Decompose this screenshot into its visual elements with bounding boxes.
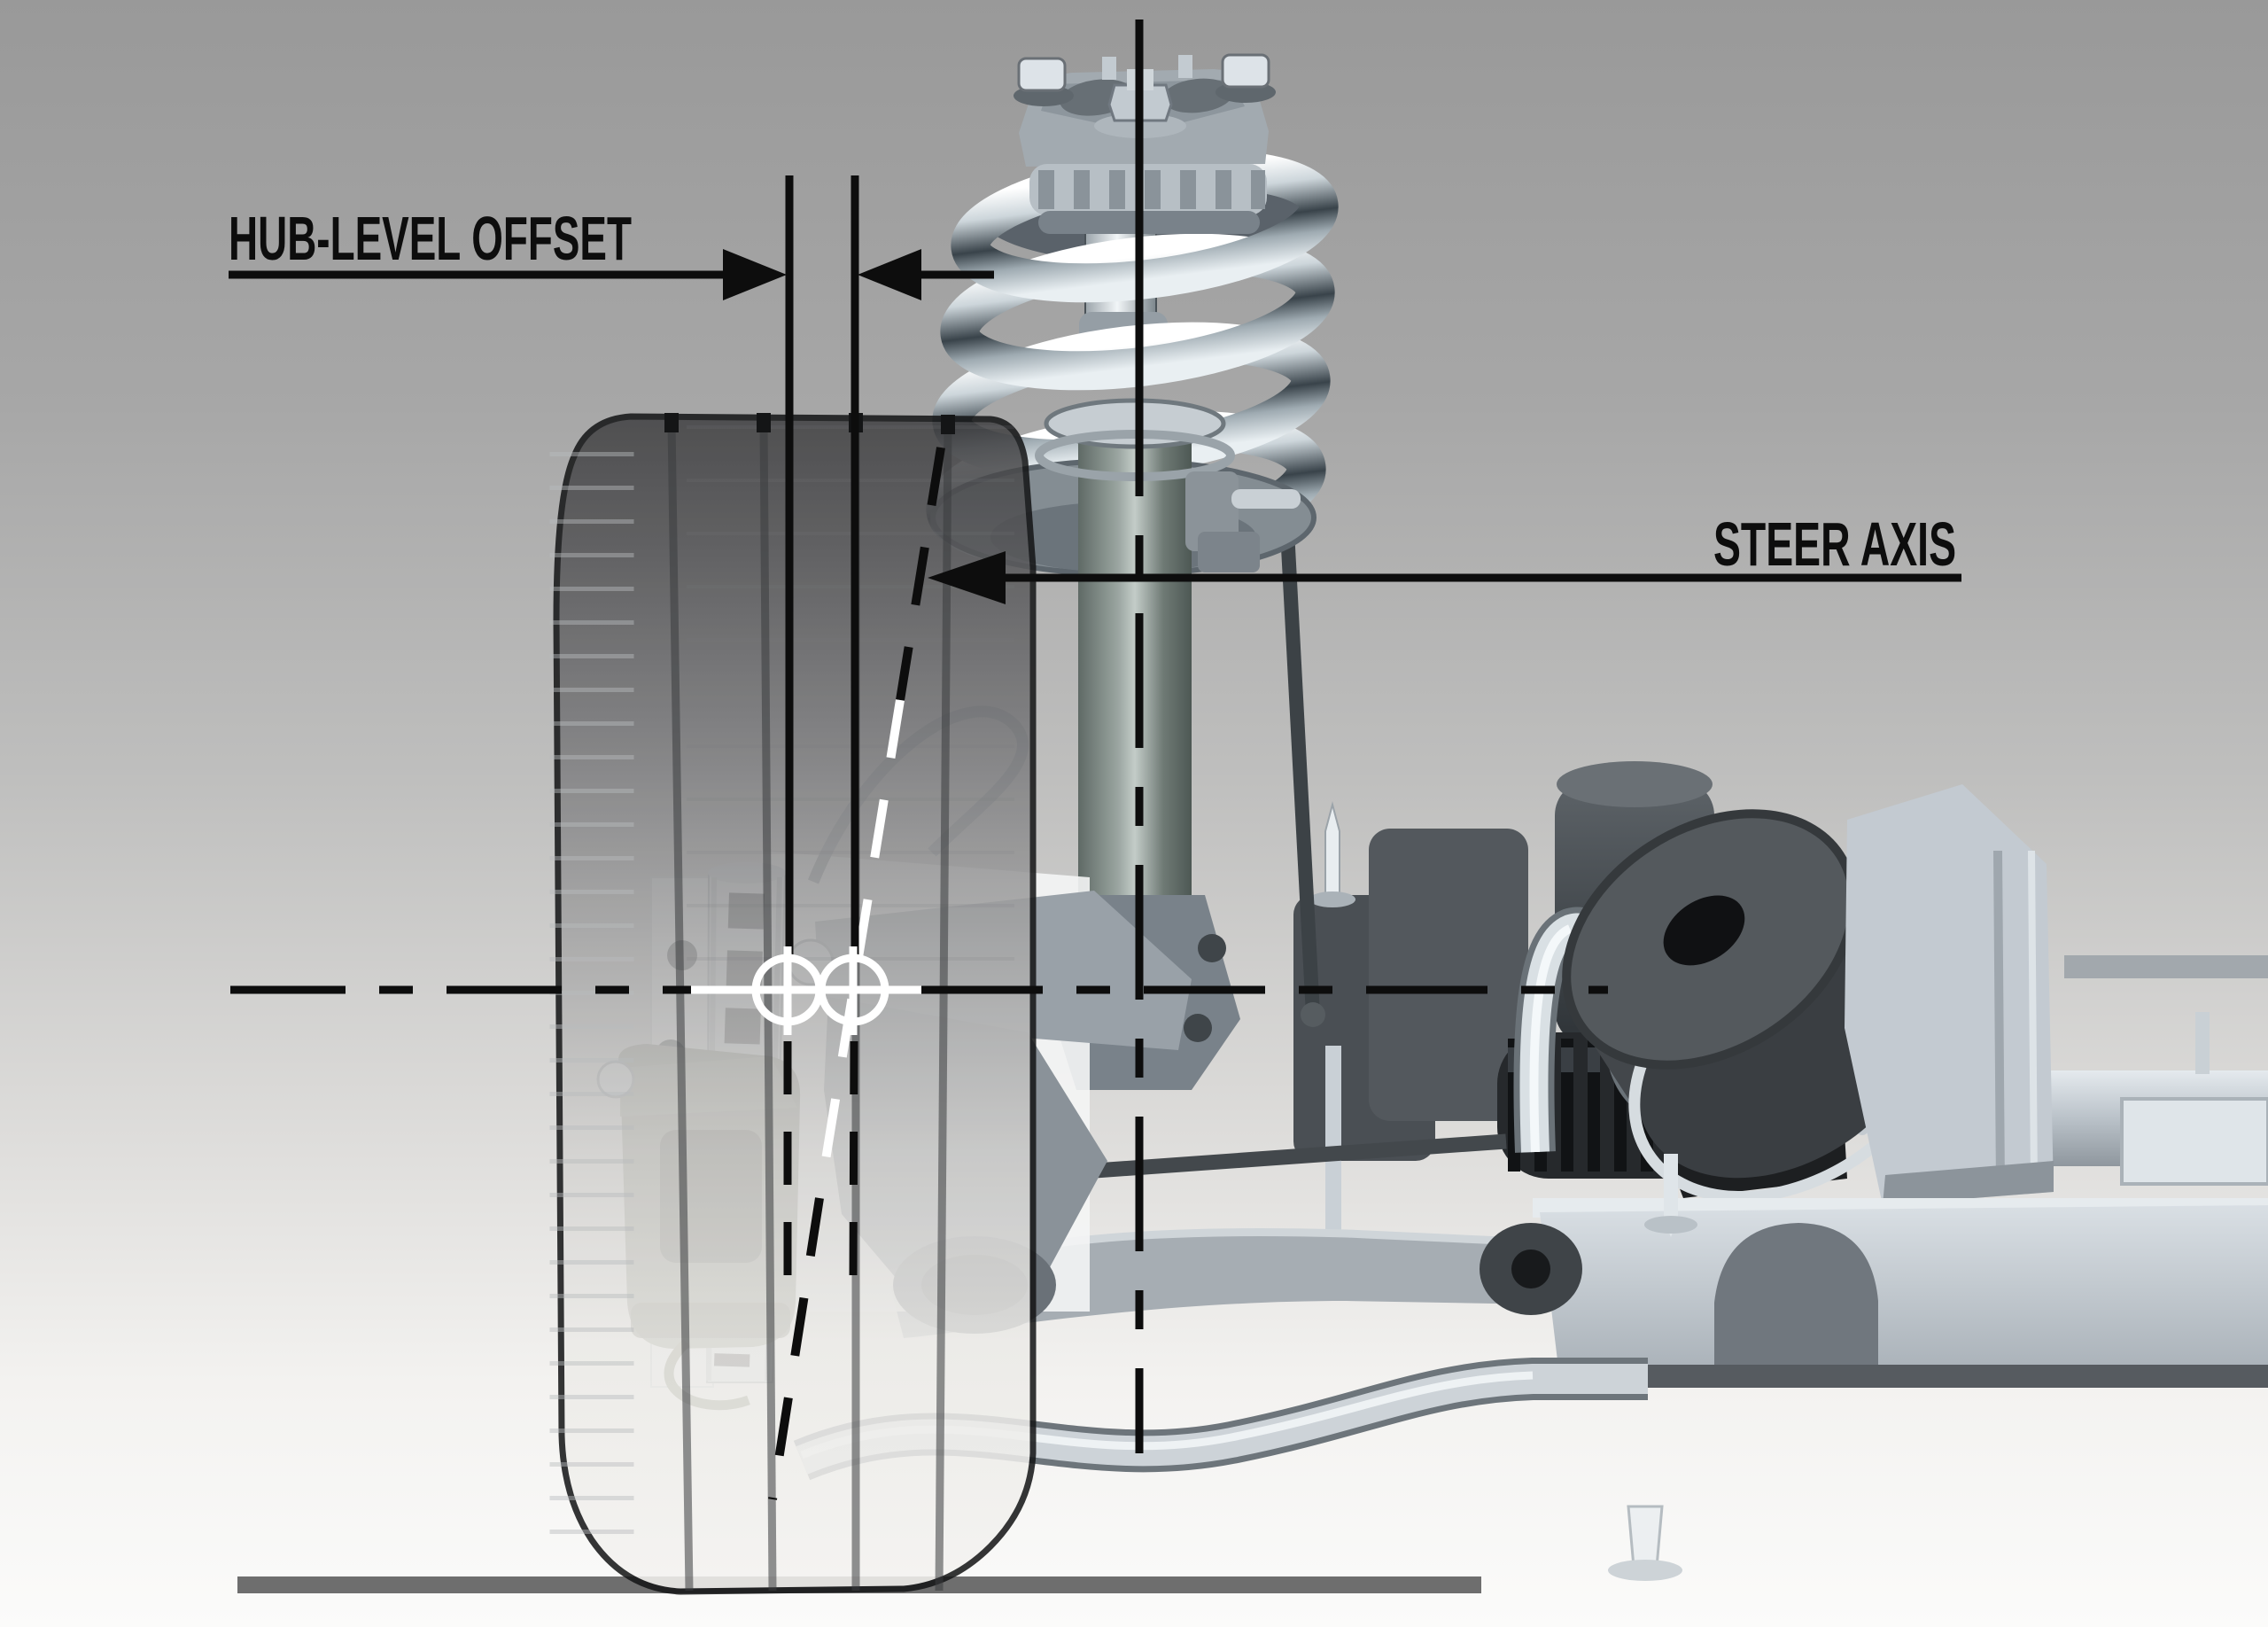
hub-level-offset-label: HUB-LEVEL OFFSET	[229, 204, 632, 273]
tire-body	[553, 413, 1037, 1595]
dimension-arrow-right-icon	[723, 249, 787, 300]
mount-bolt-right	[1221, 53, 1270, 89]
beam-stud	[2195, 1012, 2210, 1074]
rack-bracket	[1845, 784, 2054, 1205]
mount-bolt-left	[1017, 57, 1067, 92]
subframe-tray	[1533, 1154, 2268, 1581]
dimension-arrow-left-icon	[858, 249, 921, 300]
annotations: HUB-LEVEL OFFSET STEER AXIS	[229, 19, 1961, 1500]
subframe-and-steering-assembly	[793, 502, 2268, 1581]
strut-tube	[1035, 398, 1301, 966]
steer-axis-line	[768, 447, 945, 1500]
tray-foot	[1627, 1505, 1664, 1569]
subframe-far-rail	[2064, 955, 2268, 978]
strut-top-mount	[1014, 53, 1276, 234]
hub-level-offset-dimension	[229, 249, 994, 300]
hose-bracket	[1185, 471, 1239, 551]
tire-ghost	[549, 413, 1037, 1595]
bushing-hole	[1663, 895, 1745, 966]
steer-axis-callout	[928, 551, 1961, 604]
subframe-beam-plate	[2120, 1097, 2268, 1186]
steer-axis-marker	[817, 946, 889, 1035]
callout-arrow-icon	[928, 551, 1006, 604]
steer-axis-label: STEER AXIS	[1713, 510, 1956, 579]
